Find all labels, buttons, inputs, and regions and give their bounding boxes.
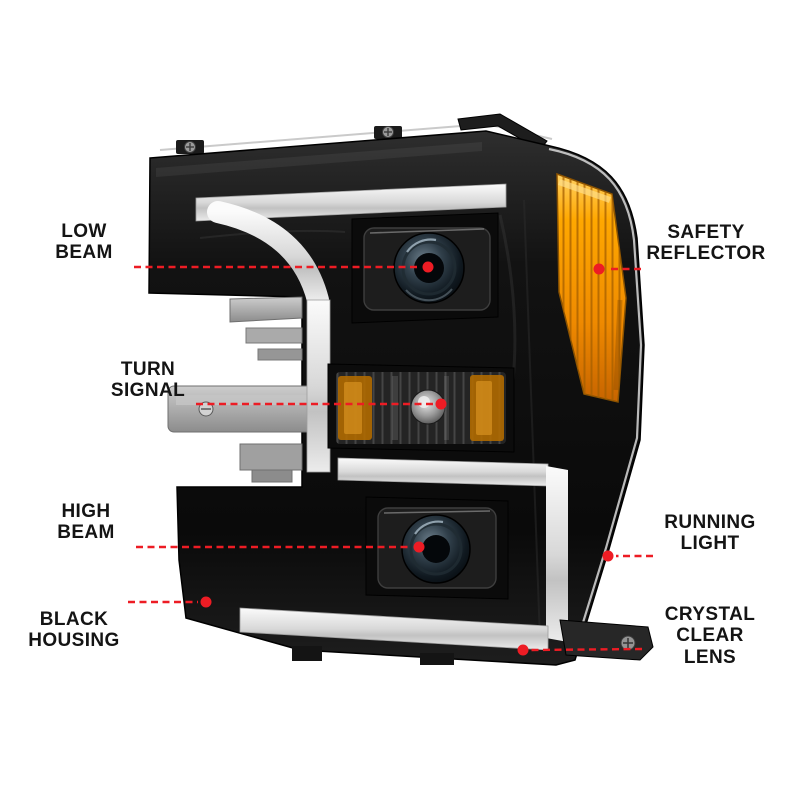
turn-signal-bulb	[410, 389, 446, 425]
callout-label-safety-reflector: SAFETY REFLECTOR	[646, 222, 766, 265]
turn-signal-lens	[327, 363, 515, 453]
high-beam-projector	[365, 496, 509, 600]
drl-light-bar-bottom	[239, 457, 568, 651]
mounting-brackets	[167, 296, 337, 483]
callout-label-low-beam: LOW BEAM	[55, 221, 113, 264]
drl-light-bar-top	[195, 183, 507, 473]
callout-label-high-beam: HIGH BEAM	[57, 501, 115, 544]
callout-label-turn-signal: TURN SIGNAL	[110, 359, 186, 402]
callout-label-black-housing: BLACK HOUSING	[28, 609, 120, 652]
callout-label-crystal-clear-lens: CRYSTAL CLEAR LENS	[664, 604, 756, 668]
lens-edge-trim	[548, 147, 643, 656]
housing-gloss-highlight	[156, 142, 482, 177]
low-beam-projector	[351, 212, 499, 324]
safety-reflector-amber	[556, 172, 627, 403]
callout-label-running-light: RUNNING LIGHT	[664, 512, 756, 555]
